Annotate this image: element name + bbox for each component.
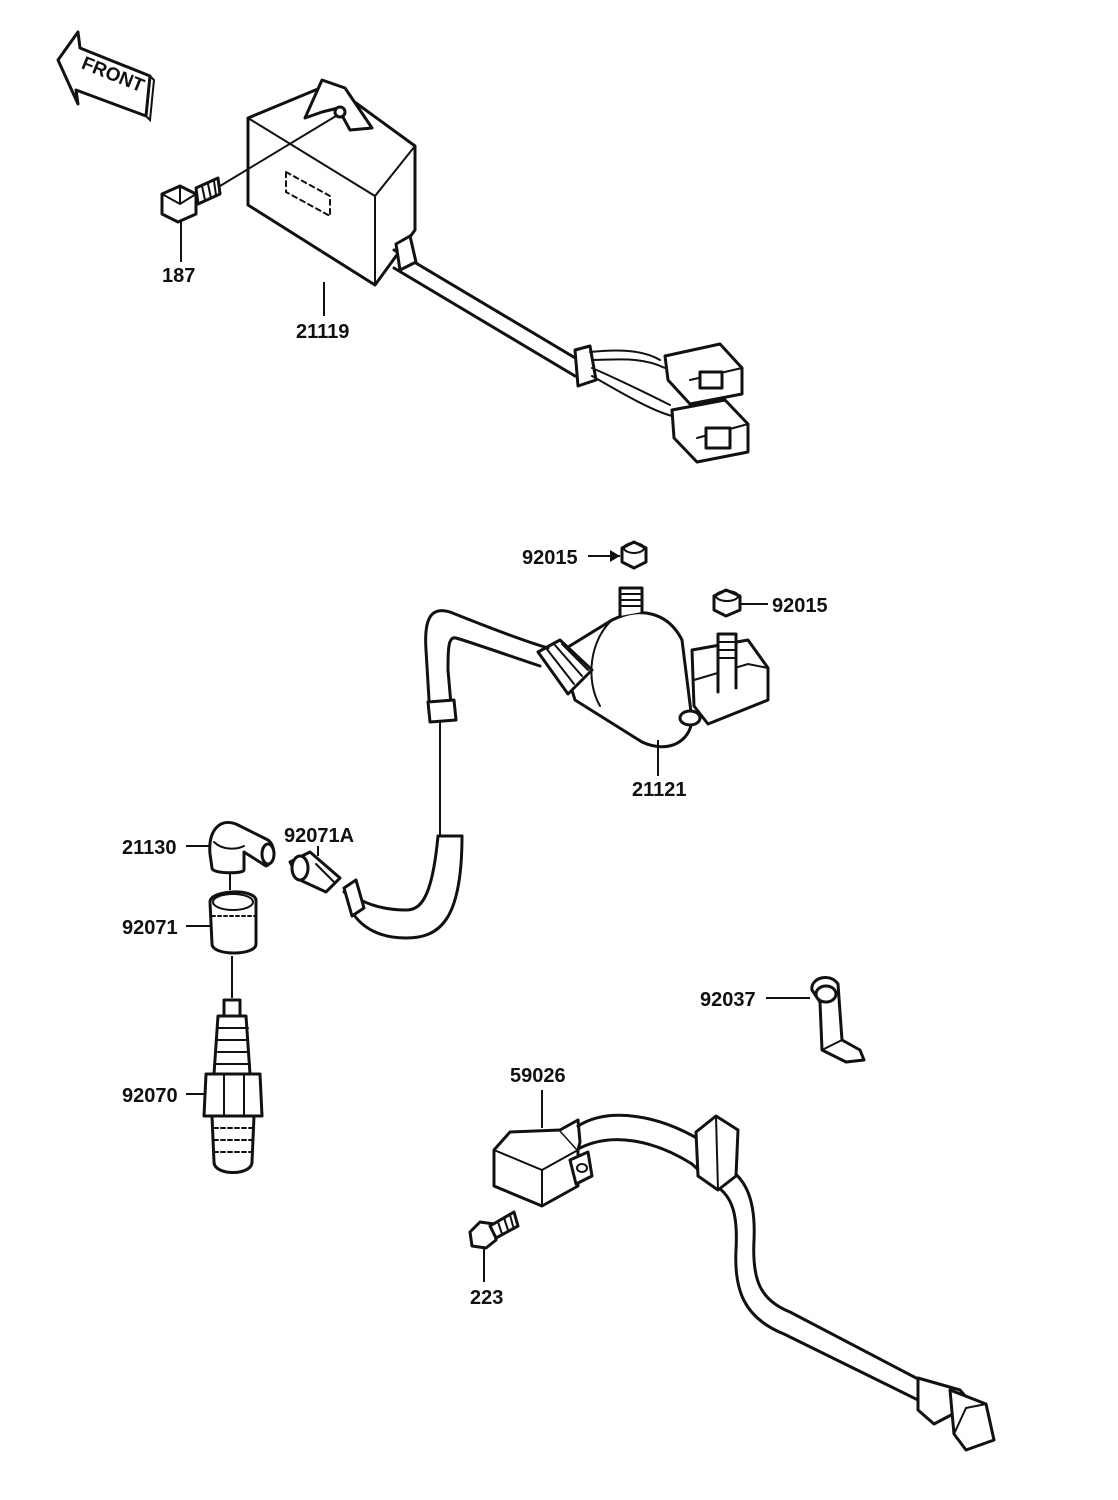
nut-92015-right bbox=[712, 588, 768, 618]
spark-plug-92070 bbox=[186, 998, 264, 1174]
plug-cap-21130 bbox=[186, 821, 276, 875]
label-59026: 59026 bbox=[510, 1065, 566, 1087]
label-92071: 92071 bbox=[122, 917, 178, 939]
cap-92071 bbox=[186, 872, 258, 998]
clamp-92037 bbox=[766, 975, 866, 1064]
label-187: 187 bbox=[162, 265, 195, 287]
screw-223 bbox=[468, 1210, 520, 1282]
label-92071A: 92071A bbox=[284, 825, 354, 847]
label-21119: 21119 bbox=[296, 321, 349, 343]
label-92015-top: 92015 bbox=[522, 547, 578, 569]
ignition-coil-21121 bbox=[342, 586, 770, 940]
label-92015-right: 92015 bbox=[772, 595, 828, 617]
label-92070: 92070 bbox=[122, 1085, 178, 1107]
suppressor-92071A bbox=[288, 846, 342, 894]
label-21121: 21121 bbox=[632, 779, 687, 801]
label-21130: 21130 bbox=[122, 837, 177, 859]
label-223: 223 bbox=[470, 1287, 503, 1309]
cdi-unit-21119 bbox=[246, 78, 750, 464]
front-arrow-icon: FRONT bbox=[56, 30, 156, 123]
label-92037: 92037 bbox=[700, 989, 756, 1011]
nut-92015-top bbox=[588, 540, 648, 570]
bolt-187 bbox=[160, 115, 337, 262]
regulator-59026 bbox=[492, 1090, 996, 1452]
